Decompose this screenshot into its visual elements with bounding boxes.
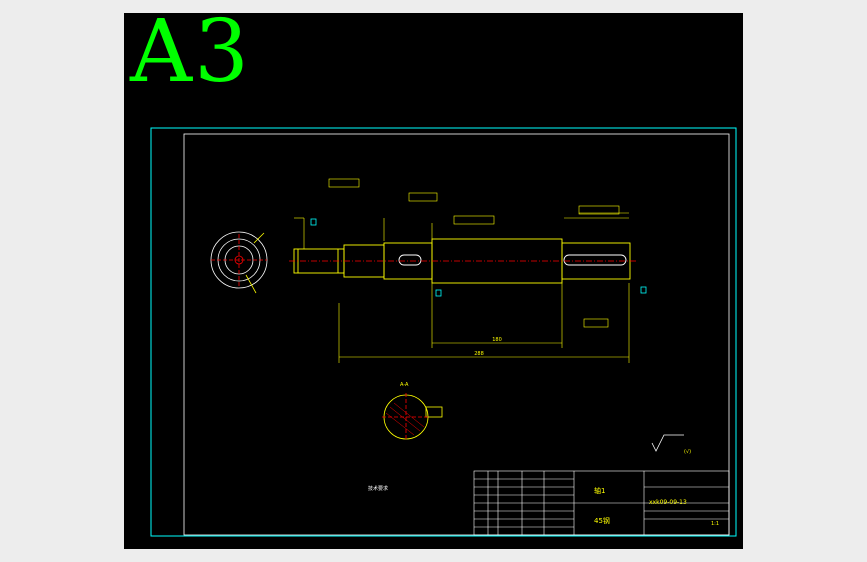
engineering-drawing: 288 180 A-A [150, 127, 737, 537]
scale: 1:1 [711, 521, 719, 527]
part-name: 轴1 [594, 486, 605, 495]
dimension-lines [294, 212, 630, 363]
roughness-symbol [651, 434, 684, 452]
mid-length-dimension: 180 [492, 337, 502, 343]
datum-markers [310, 218, 647, 297]
total-length-dimension: 288 [474, 351, 484, 357]
end-view [210, 231, 268, 294]
title-block-grid [473, 470, 730, 536]
outer-frame [150, 127, 737, 537]
cad-viewport[interactable]: A3 [124, 13, 743, 549]
section-view [382, 393, 443, 441]
tolerance-frames [328, 178, 620, 328]
tech-notes-title: 技术要求 [368, 486, 389, 492]
inner-frame [183, 133, 730, 536]
sheet-format-label: A3 [130, 13, 251, 102]
section-label: A-A [400, 382, 409, 388]
drawing-code: xxk09-09-13 [649, 499, 687, 506]
material: 45钢 [594, 516, 610, 525]
roughness-label: (√) [684, 449, 691, 455]
